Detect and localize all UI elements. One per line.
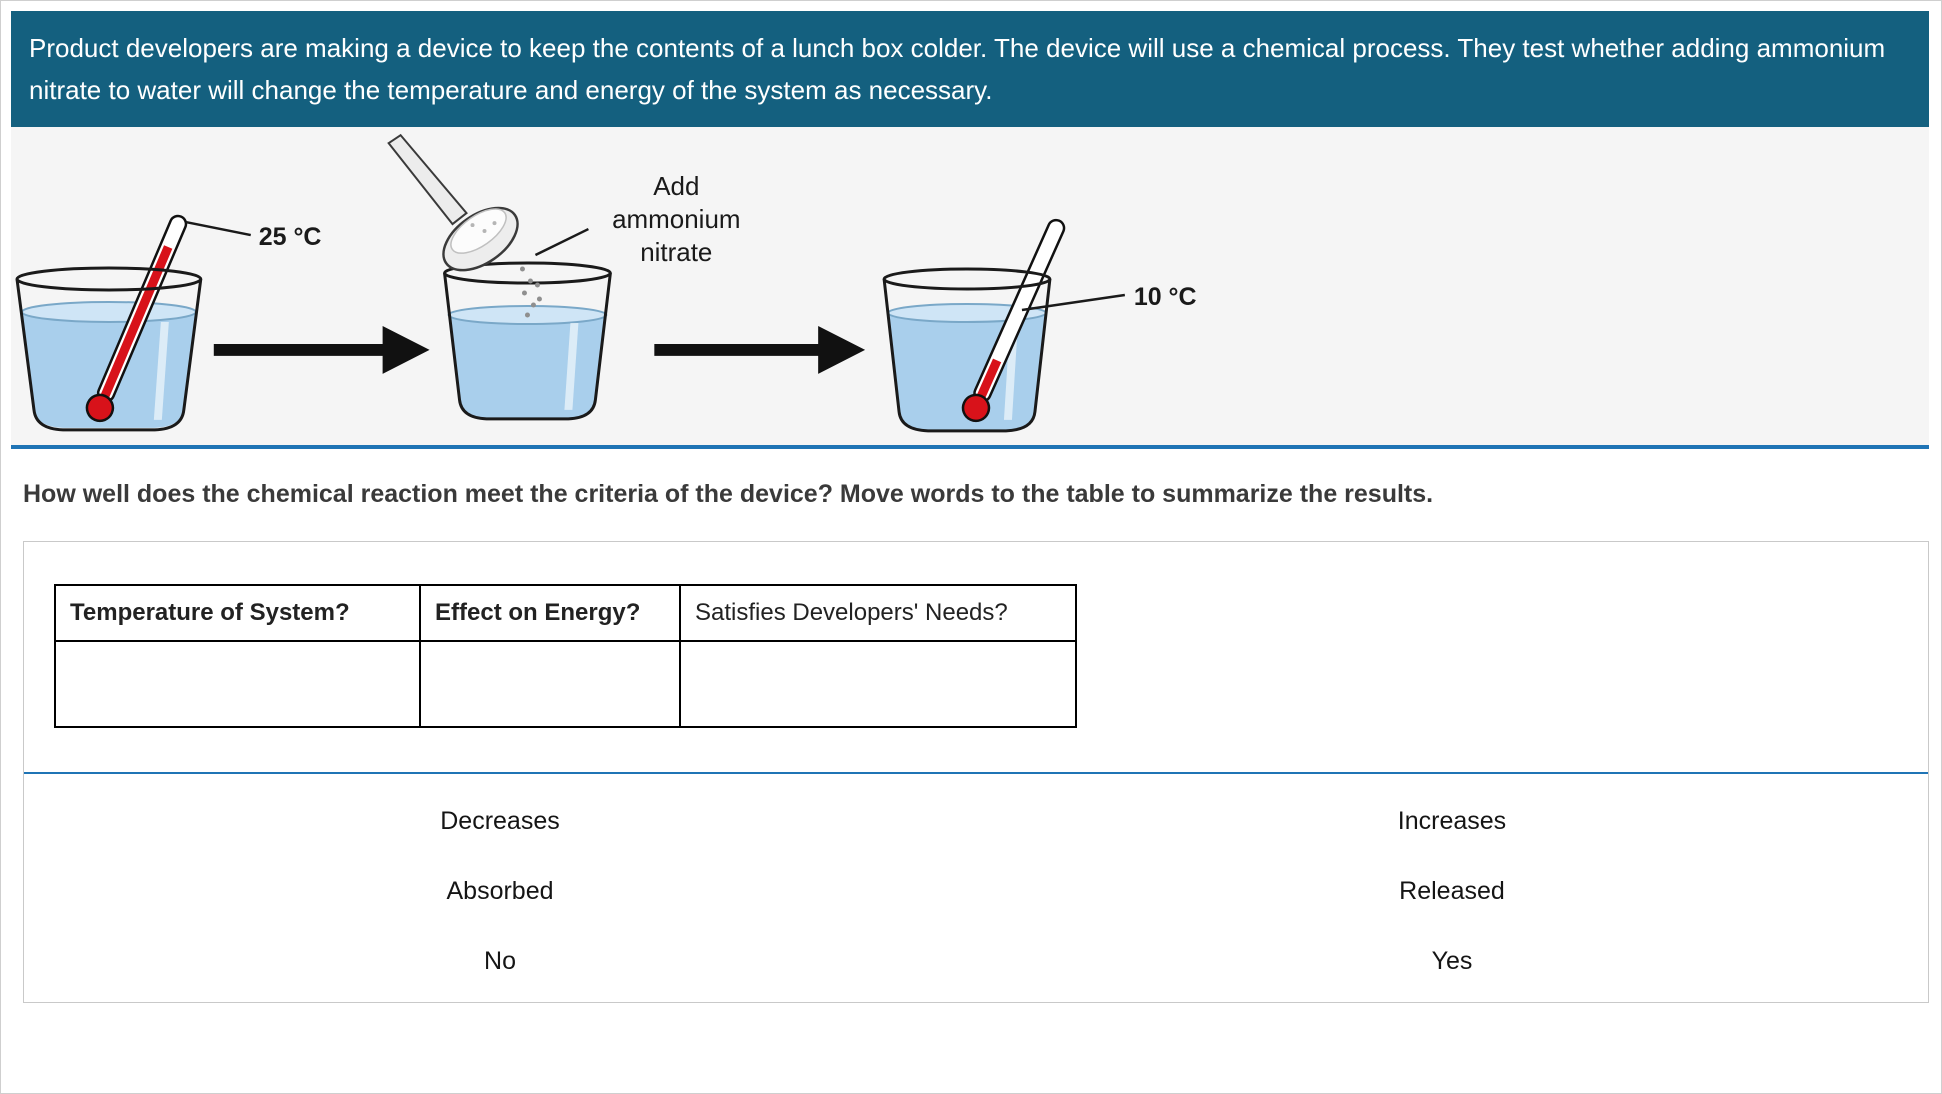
add-label-line3: nitrate (640, 237, 712, 267)
thermometer-initial (85, 214, 188, 423)
beaker-initial (15, 214, 203, 432)
word-option-decreases[interactable]: Decreases (440, 806, 560, 835)
thermometer-final (961, 218, 1066, 423)
beaker-final (882, 218, 1066, 433)
final-temp-label: 10 °C (1134, 283, 1197, 311)
drop-cell-energy[interactable] (419, 640, 681, 728)
results-table-answer-row (54, 640, 1077, 728)
arrow-right-1 (213, 325, 430, 374)
initial-temp-pointer-line (185, 220, 251, 237)
answer-panel: Temperature of System? Effect on Energy?… (23, 541, 1929, 1003)
final-temp-pointer-line (1021, 293, 1126, 312)
word-bank-separator (24, 772, 1928, 774)
experiment-illustration: 25 °C (11, 127, 1929, 445)
add-label-line1: Add (653, 171, 699, 201)
word-option-absorbed[interactable]: Absorbed (446, 876, 554, 905)
word-option-increases[interactable]: Increases (1397, 806, 1507, 835)
question-text: How well does the chemical reaction meet… (23, 480, 1434, 508)
drop-cell-needs[interactable] (679, 640, 1077, 728)
word-option-yes[interactable]: Yes (1431, 946, 1473, 975)
word-option-released[interactable]: Released (1399, 876, 1505, 905)
drop-cell-temperature[interactable] (54, 640, 421, 728)
results-table-header-row: Temperature of System? Effect on Energy?… (54, 584, 1077, 642)
col-header-temperature: Temperature of System? (54, 584, 421, 642)
add-label-line2: ammonium (612, 204, 740, 234)
prompt-banner: Product developers are making a device t… (11, 11, 1929, 127)
initial-temp-label: 25 °C (259, 223, 322, 251)
add-ammonium-nitrate-label: Add ammonium nitrate (612, 171, 740, 267)
separator-line (11, 445, 1929, 449)
word-bank: Decreases Increases Absorbed Released No… (24, 786, 1928, 996)
col-header-needs: Satisfies Developers' Needs? (679, 584, 1077, 642)
results-table: Temperature of System? Effect on Energy?… (54, 584, 1077, 728)
beaker-diagram: 25 °C (15, 133, 1197, 433)
spoon (387, 133, 519, 272)
add-label-pointer-line (534, 227, 589, 257)
falling-powder (519, 266, 542, 318)
arrow-right-2 (654, 325, 866, 374)
col-header-energy: Effect on Energy? (419, 584, 681, 642)
word-option-no[interactable]: No (484, 946, 516, 975)
beaker-mixing (443, 261, 612, 421)
prompt-text: Product developers are making a device t… (29, 33, 1886, 105)
